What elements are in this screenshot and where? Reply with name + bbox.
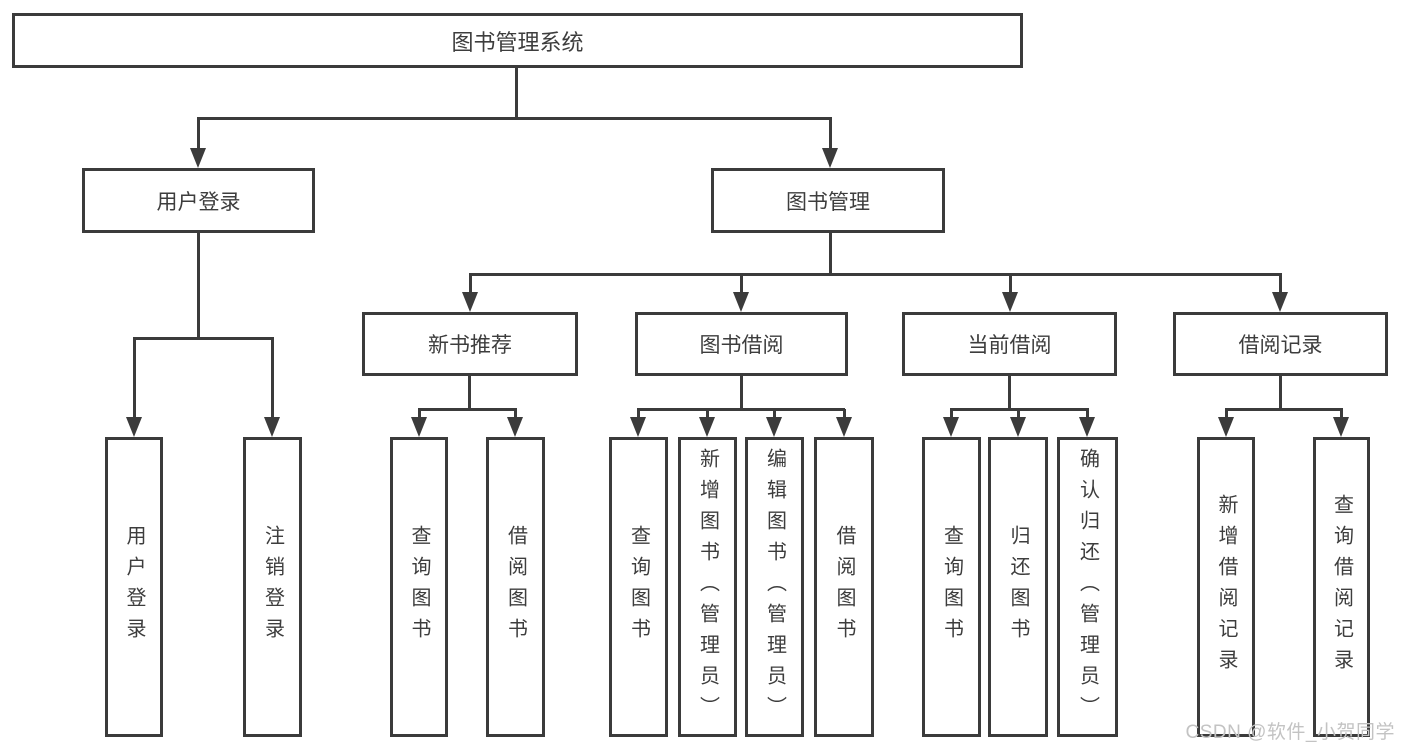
node-new-book-recommend: 新书推荐: [362, 312, 578, 376]
node-user-login: 用户登录: [82, 168, 315, 233]
connector-line: [197, 117, 832, 120]
connector-line: [133, 337, 274, 340]
csdn-watermark: CSDN @软件_小贺同学: [1185, 722, 1395, 743]
node-leaf-confirm-return-admin: 确认归还（管理员）: [1057, 437, 1118, 737]
node-leaf-add-books-admin: 新增图书（管理员）: [678, 437, 737, 737]
arrow-down-icon: [1079, 409, 1095, 437]
connector-line: [1225, 408, 1343, 411]
leaf-label: 查询图书: [940, 525, 963, 649]
arrow-down-icon: [822, 118, 838, 168]
connector-line: [740, 376, 743, 410]
arrow-down-icon: [699, 409, 715, 437]
leaf-label: 新增借阅记录: [1215, 494, 1237, 680]
arrow-down-icon: [1002, 274, 1018, 312]
leaf-label: 确认归还（管理员）: [1076, 447, 1099, 727]
connector-line: [469, 273, 1282, 276]
arrow-down-icon: [507, 409, 523, 437]
leaf-label: 查询图书: [627, 525, 650, 649]
node-borrowing-records: 借阅记录: [1173, 312, 1388, 376]
leaf-label: 新增图书（管理员）: [696, 447, 719, 727]
node-leaf-query-books-recommend: 查询图书: [390, 437, 448, 737]
node-root: 图书管理系统: [12, 13, 1023, 68]
node-leaf-query-books-borrowing: 查询图书: [609, 437, 668, 737]
node-leaf-add-borrow-record: 新增借阅记录: [1197, 437, 1255, 737]
connector-line: [515, 68, 518, 119]
node-book-management: 图书管理: [711, 168, 945, 233]
arrow-down-icon: [630, 409, 646, 437]
connector-line: [468, 376, 471, 410]
node-current-borrowing: 当前借阅: [902, 312, 1117, 376]
connector-line: [829, 233, 832, 275]
leaf-label: 查询借阅记录: [1330, 494, 1353, 680]
node-leaf-user-login: 用户登录: [105, 437, 163, 737]
arrow-down-icon: [1333, 409, 1349, 437]
arrow-down-icon: [943, 409, 959, 437]
arrow-down-icon: [126, 338, 142, 437]
leaf-label: 用户登录: [123, 525, 145, 649]
node-book-borrowing: 图书借阅: [635, 312, 848, 376]
leaf-label: 编辑图书（管理员）: [763, 447, 786, 727]
connector-line: [1008, 376, 1011, 410]
arrow-down-icon: [462, 274, 478, 312]
node-leaf-borrow-books-recommend: 借阅图书: [486, 437, 545, 737]
leaf-label: 查询图书: [408, 525, 430, 649]
node-leaf-return-books: 归还图书: [988, 437, 1048, 737]
connector-line: [197, 233, 200, 339]
connector-line: [950, 408, 1089, 411]
arrow-down-icon: [733, 274, 749, 312]
arrow-down-icon: [766, 409, 782, 437]
arrow-down-icon: [836, 409, 852, 437]
leaf-label: 归还图书: [1007, 525, 1029, 649]
arrow-down-icon: [264, 338, 280, 437]
node-leaf-query-books-current: 查询图书: [922, 437, 981, 737]
leaf-label: 注销登录: [261, 525, 284, 649]
node-leaf-edit-books-admin: 编辑图书（管理员）: [745, 437, 804, 737]
node-leaf-borrow-books: 借阅图书: [814, 437, 874, 737]
node-leaf-query-borrow-record: 查询借阅记录: [1313, 437, 1370, 737]
arrow-down-icon: [411, 409, 427, 437]
arrow-down-icon: [190, 118, 206, 168]
leaf-label: 借阅图书: [504, 525, 527, 649]
connector-line: [418, 408, 517, 411]
node-leaf-logout: 注销登录: [243, 437, 302, 737]
leaf-label: 借阅图书: [833, 525, 855, 649]
connector-line: [1279, 376, 1282, 410]
connector-line: [637, 408, 845, 411]
arrow-down-icon: [1218, 409, 1234, 437]
arrow-down-icon: [1010, 409, 1026, 437]
arrow-down-icon: [1272, 274, 1288, 312]
